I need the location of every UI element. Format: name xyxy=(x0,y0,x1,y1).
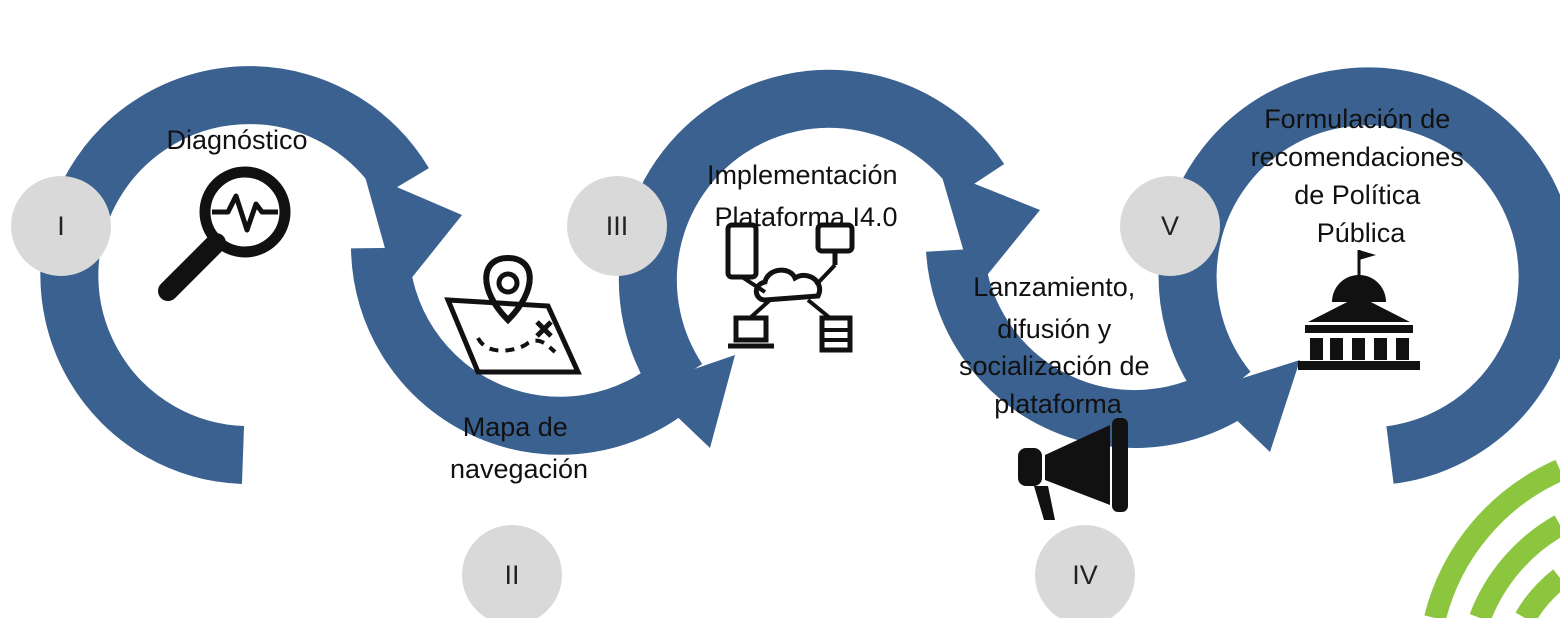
step-3-numeral: III xyxy=(606,211,629,241)
arrow-step-3 xyxy=(618,69,1040,396)
step-4-label: Lanzamiento, difusión y socialización de… xyxy=(959,272,1157,419)
step-4-badge: IV xyxy=(1035,525,1135,618)
step-3-badge: III xyxy=(567,176,667,276)
step-1-badge: I xyxy=(11,176,111,276)
cloud-network-icon xyxy=(725,222,855,353)
megaphone-icon xyxy=(1018,418,1128,520)
magnifier-pulse-icon xyxy=(158,166,291,301)
step-5-numeral: V xyxy=(1161,211,1179,241)
step-4-numeral: IV xyxy=(1072,560,1098,590)
step-2-badge: II xyxy=(462,525,562,618)
step-3-label: Implementación Plataforma I4.0 xyxy=(707,160,905,232)
step-5-badge: V xyxy=(1120,176,1220,276)
step-1-numeral: I xyxy=(57,211,65,241)
map-pin-icon xyxy=(444,254,582,375)
step-2-numeral: II xyxy=(504,560,519,590)
arrow-step-1 xyxy=(40,66,462,484)
green-corner-decoration xyxy=(1424,459,1560,618)
step-5-label: Formulación de recomendaciones de Políti… xyxy=(1251,104,1472,248)
step-2-label: Mapa de navegación xyxy=(450,412,588,484)
step-1-label: Diagnóstico xyxy=(166,125,307,155)
government-building-icon xyxy=(1298,250,1420,370)
